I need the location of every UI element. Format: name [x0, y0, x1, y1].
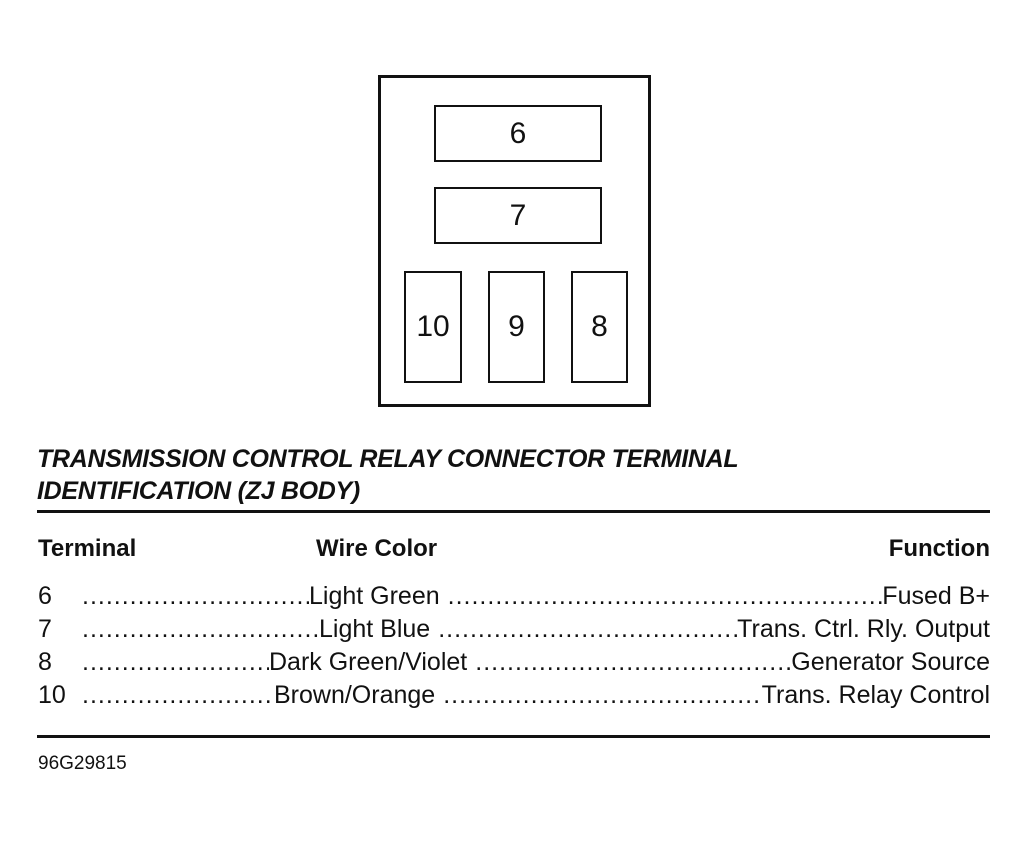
- header-wire-color: Wire Color: [316, 535, 438, 562]
- table-row: 8 Dark Green/Violet Generator Source: [38, 646, 990, 679]
- terminal-7-cavity: 7: [434, 187, 602, 244]
- leader-dots: [74, 679, 274, 712]
- diagram-caption: TRANSMISSION CONTROL RELAY CONNECTOR TER…: [37, 443, 988, 507]
- leader-dots: [74, 646, 269, 679]
- row-wire-color: Light Blue: [319, 615, 431, 643]
- terminal-9-label: 9: [508, 310, 525, 343]
- row-function: Trans. Ctrl. Rly. Output: [737, 615, 990, 643]
- leader-dots: [435, 679, 761, 712]
- leader-dots: [440, 580, 883, 613]
- row-terminal: 6: [38, 582, 52, 610]
- leader-dots: [430, 613, 737, 646]
- row-function: Generator Source: [791, 648, 990, 676]
- leader-dots: [74, 580, 309, 613]
- row-wire-color: Light Green: [309, 582, 440, 610]
- table-bottom-divider: [37, 735, 990, 738]
- terminal-10-cavity: 10: [404, 271, 462, 383]
- caption-line-2: IDENTIFICATION (ZJ BODY): [37, 477, 360, 505]
- row-terminal: 7: [38, 615, 52, 643]
- header-function: Function: [888, 535, 990, 562]
- row-terminal: 10: [38, 681, 66, 709]
- terminal-6-cavity: 6: [434, 105, 602, 162]
- leader-dots: [467, 646, 791, 679]
- table-row: 6 Light Green Fused B+: [38, 580, 990, 613]
- terminal-7-label: 7: [509, 198, 527, 232]
- caption-divider: [37, 510, 990, 513]
- table-row: 10 Brown/Orange Trans. Relay Control: [38, 679, 990, 712]
- terminal-8-label: 8: [591, 310, 608, 343]
- figure-id: 96G29815: [38, 753, 127, 774]
- relay-connector-diagram: 6 7 10 9 8: [378, 75, 651, 407]
- leader-dots: [74, 613, 319, 646]
- row-function: Trans. Relay Control: [761, 681, 990, 709]
- terminal-6-label: 6: [509, 116, 527, 150]
- table-row: 7 Light Blue Trans. Ctrl. Rly. Output: [38, 613, 990, 646]
- caption-line-1: TRANSMISSION CONTROL RELAY CONNECTOR TER…: [37, 445, 739, 473]
- header-terminal: Terminal: [38, 535, 137, 562]
- row-wire-color: Brown/Orange: [274, 681, 436, 709]
- terminal-10-label: 10: [416, 310, 450, 343]
- row-function: Fused B+: [882, 582, 990, 610]
- row-wire-color: Dark Green/Violet: [269, 648, 468, 676]
- row-terminal: 8: [38, 648, 52, 676]
- terminal-8-cavity: 8: [571, 271, 628, 383]
- terminal-9-cavity: 9: [488, 271, 545, 383]
